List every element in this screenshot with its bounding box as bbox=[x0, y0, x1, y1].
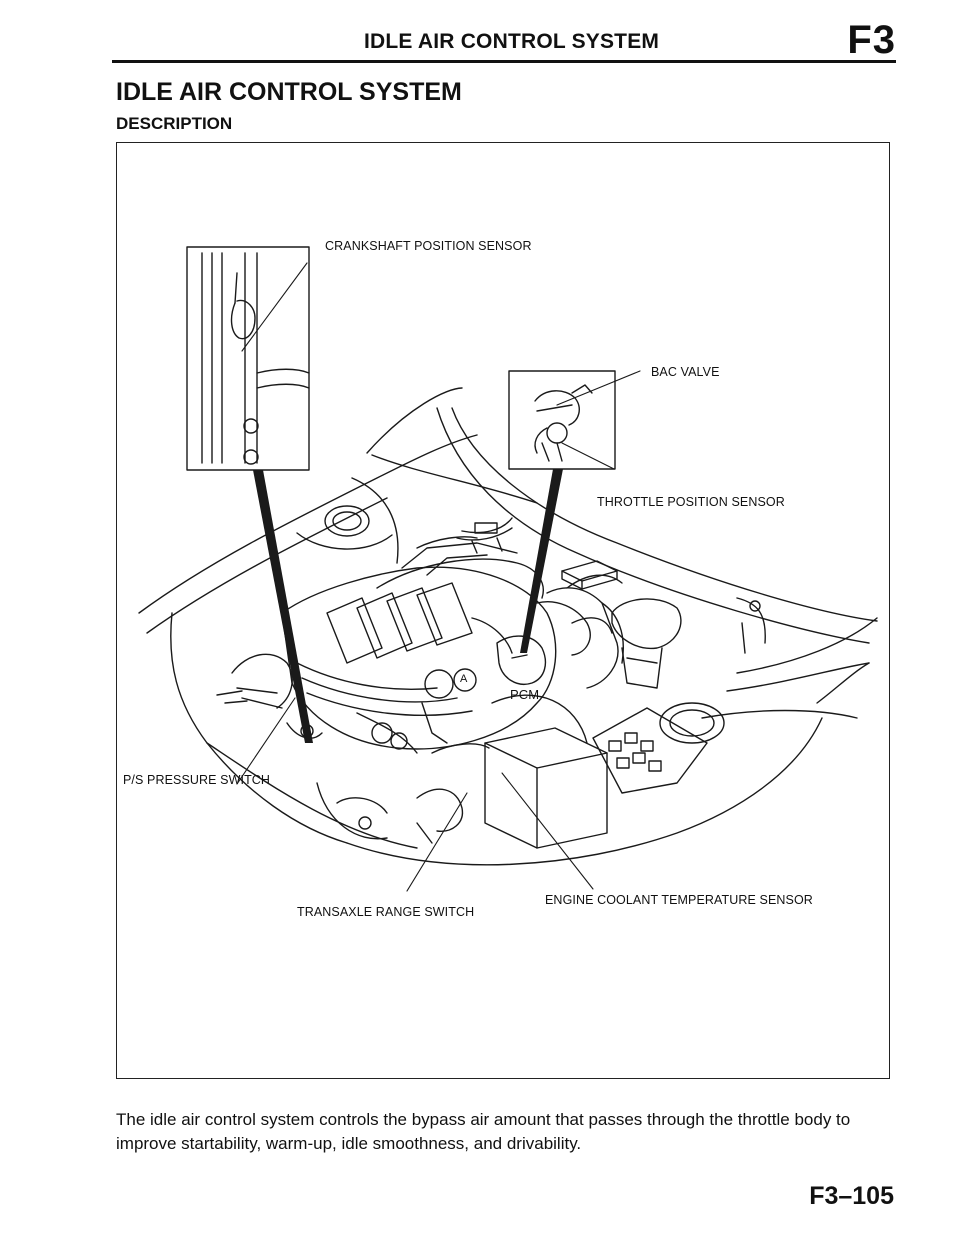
running-title: IDLE AIR CONTROL SYSTEM bbox=[364, 30, 660, 53]
label-crankshaft-position-sensor: CRANKSHAFT POSITION SENSOR bbox=[325, 239, 532, 253]
label-bac-valve: BAC VALVE bbox=[651, 365, 720, 379]
battery bbox=[431, 727, 608, 849]
bac-valve-pointer bbox=[520, 469, 563, 653]
page-title: IDLE AIR CONTROL SYSTEM bbox=[116, 78, 462, 106]
vehicle-body-outline bbox=[138, 387, 878, 866]
label-transaxle-range-switch: TRANSAXLE RANGE SWITCH bbox=[297, 905, 475, 919]
transaxle-area bbox=[316, 782, 464, 844]
section-label: DESCRIPTION bbox=[116, 114, 233, 133]
crankshaft-sensor-inset bbox=[186, 246, 310, 471]
throttle-body-assembly bbox=[491, 601, 613, 744]
label-pcm: PCM bbox=[510, 687, 540, 702]
engine-assembly bbox=[281, 536, 557, 754]
pcm-unit bbox=[561, 560, 618, 590]
wiring-harness bbox=[456, 517, 766, 654]
label-ps-pressure-switch: P/S PRESSURE SWITCH bbox=[123, 773, 271, 787]
header-rule bbox=[112, 60, 896, 63]
callout-a-circle bbox=[453, 668, 477, 692]
label-throttle-position-sensor: THROTTLE POSITION SENSOR bbox=[597, 495, 785, 509]
crankshaft-sensor-pointer bbox=[253, 470, 313, 743]
engine-bay-figure: CRANKSHAFT POSITION SENSOR BAC VALVE THR… bbox=[116, 142, 890, 1079]
left-strut-tower bbox=[296, 477, 399, 564]
bac-valve-inset bbox=[508, 370, 616, 470]
leader-lines bbox=[236, 262, 641, 892]
label-callout-a: A bbox=[460, 673, 468, 685]
page-number: F3–105 bbox=[809, 1182, 894, 1210]
label-engine-coolant-temperature-sensor: ENGINE COOLANT TEMPERATURE SENSOR bbox=[545, 893, 813, 907]
section-code: F3 bbox=[847, 18, 896, 62]
fuse-box bbox=[592, 702, 725, 794]
description-paragraph: The idle air control system controls the… bbox=[116, 1110, 851, 1153]
engine-bay-diagram bbox=[138, 246, 878, 892]
running-header: IDLE AIR CONTROL SYSTEM F3 bbox=[112, 16, 896, 63]
brake-reservoir bbox=[611, 598, 682, 689]
